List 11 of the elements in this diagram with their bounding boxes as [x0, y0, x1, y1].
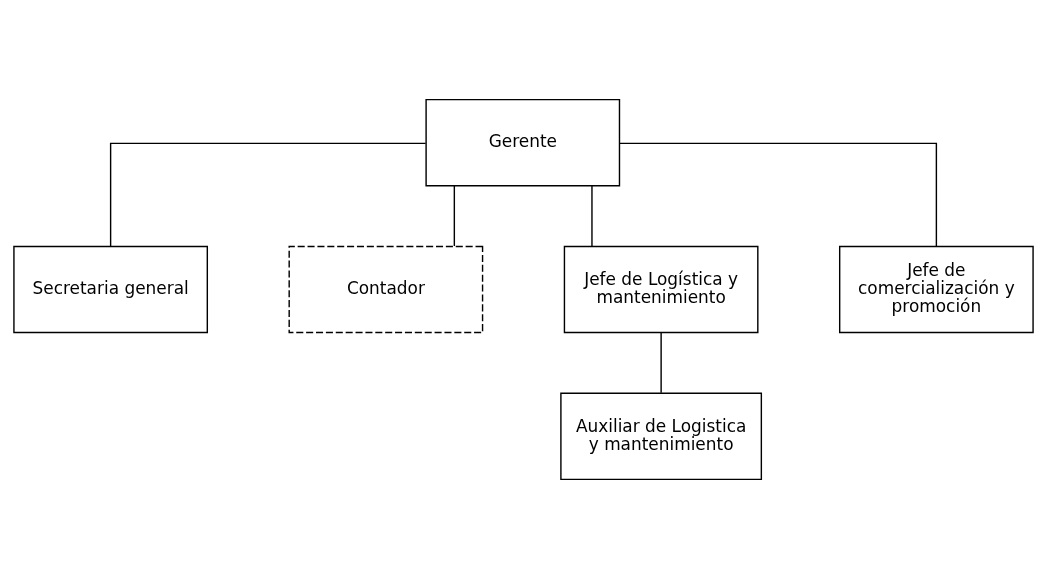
node-box: Jefe de comercialización y promoción	[839, 245, 1034, 334]
connector	[660, 332, 662, 394]
node-box: Contador	[288, 245, 484, 334]
node-box: Auxiliar de Logistica y mantenimiento	[560, 392, 763, 481]
connector	[591, 185, 593, 247]
node-box: Jefe de Logística y mantenimiento	[563, 245, 759, 334]
connector	[619, 142, 938, 247]
connector	[109, 142, 427, 247]
node-box: Secretaria general	[13, 245, 208, 334]
connector	[453, 185, 456, 247]
node-box: Gerente	[425, 98, 621, 187]
